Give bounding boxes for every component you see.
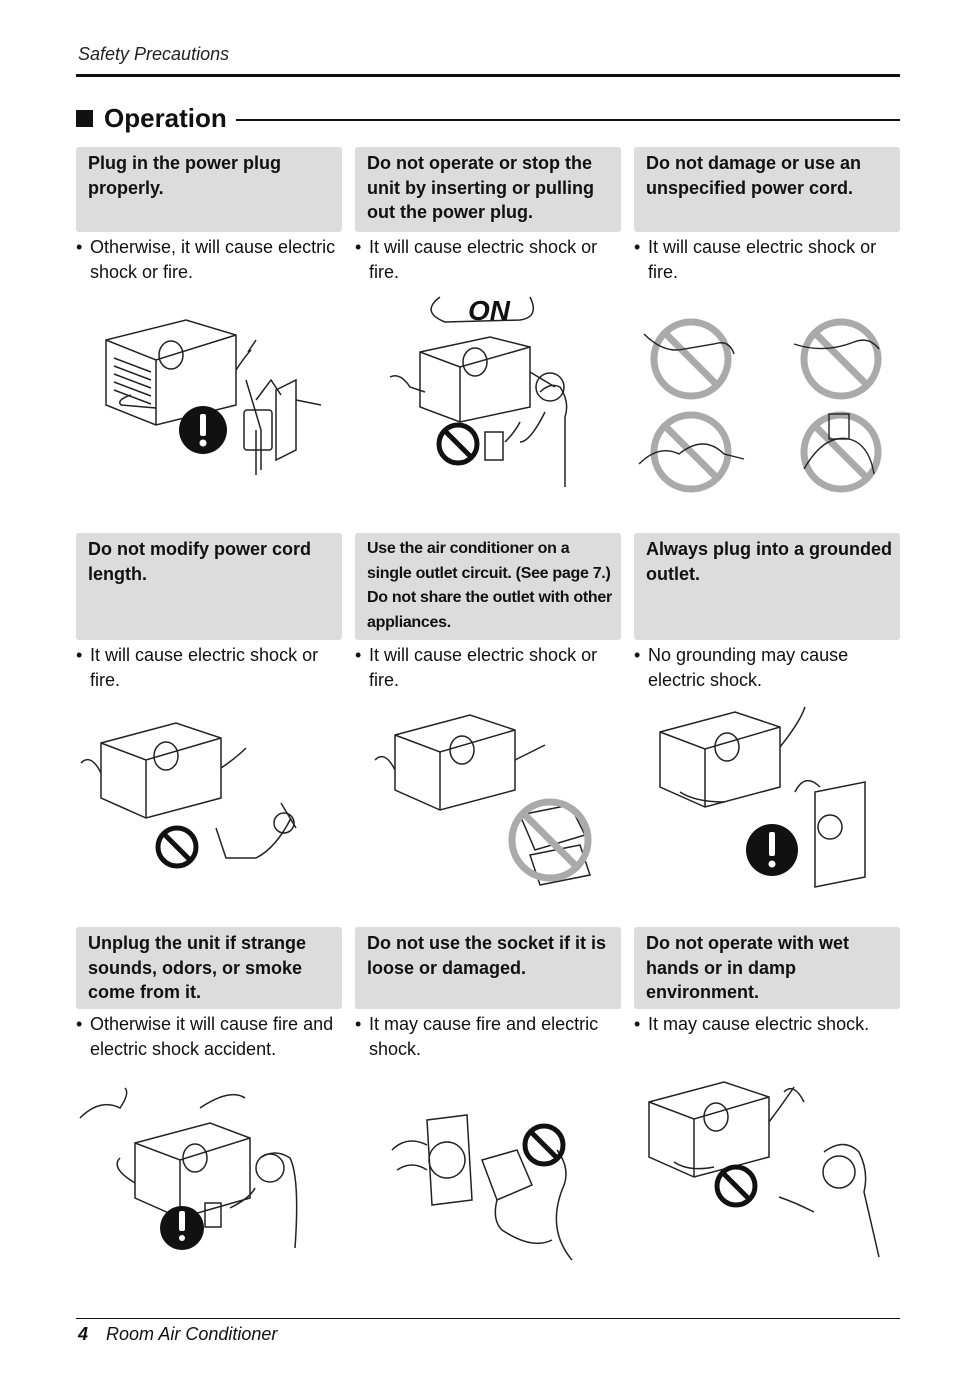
card-note: •It will cause electric shock or fire. [76,645,319,690]
wet-hands-illustration [648,1081,880,1258]
page-number: 4 [78,1324,89,1344]
section-heading: Operation [76,102,900,134]
card-title: Plug in the power plug properly. [76,147,342,232]
section-rule [236,119,900,121]
ac-unit-plug-illustration [105,319,322,475]
card-note: •It will cause electric shock or fire. [355,645,598,690]
modified-cord-illustration [80,722,297,869]
card-note: •It may cause fire and electric shock. [355,1014,599,1059]
card-title: Use the air conditioner on a single outl… [355,533,621,640]
warning-card: Use the air conditioner on a single outl… [355,533,621,692]
running-header: Safety Precautions [78,44,230,64]
grounded-outlet-illustration [659,706,866,888]
warning-card: Do not modify power cord length. •It wil… [76,533,342,692]
warning-card: Do not operate with wet hands or in damp… [634,927,900,1037]
card-title: Unplug the unit if strange sounds, odors… [76,927,342,1009]
warning-card: Do not operate or stop the unit by inser… [355,147,621,284]
card-note: •No grounding may cause electric shock. [634,645,849,690]
warning-card: Do not damage or use an unspecified powe… [634,147,900,284]
smoke-unplug-illustration [79,1087,298,1250]
warning-card: Plug in the power plug properly. •Otherw… [76,147,342,284]
square-bullet-icon [76,110,93,127]
footer-title: Room Air Conditioner [106,1324,278,1344]
section-title: Operation [104,103,227,133]
damaged-cord-illustration [638,318,882,493]
card-note: •Otherwise, it will cause electric shock… [76,237,336,282]
card-note: •It will cause electric shock or fire. [634,237,877,282]
warning-card: Do not use the socket if it is loose or … [355,927,621,1061]
on-off-plug-illustration: ON [389,295,568,487]
card-title: Do not modify power cord length. [76,533,342,640]
card-title: Do not operate with wet hands or in damp… [634,927,900,1009]
card-note: •It may cause electric shock. [634,1014,870,1034]
loose-socket-illustration [391,1114,573,1261]
card-title: Always plug into a grounded outlet. [634,533,900,640]
card-title: Do not use the socket if it is loose or … [355,927,621,1009]
card-title: Do not damage or use an unspecified powe… [634,147,900,232]
header-rule [76,74,900,77]
card-note: •It will cause electric shock or fire. [355,237,598,282]
card-title: Do not operate or stop the unit by inser… [355,147,621,232]
footer-rule [76,1318,900,1319]
warning-card: Unplug the unit if strange sounds, odors… [76,927,342,1061]
warning-card: Always plug into a grounded outlet. •No … [634,533,900,692]
on-label: ON [468,295,511,326]
single-outlet-illustration [374,714,592,886]
card-note: •Otherwise it will cause fire and electr… [76,1014,334,1059]
